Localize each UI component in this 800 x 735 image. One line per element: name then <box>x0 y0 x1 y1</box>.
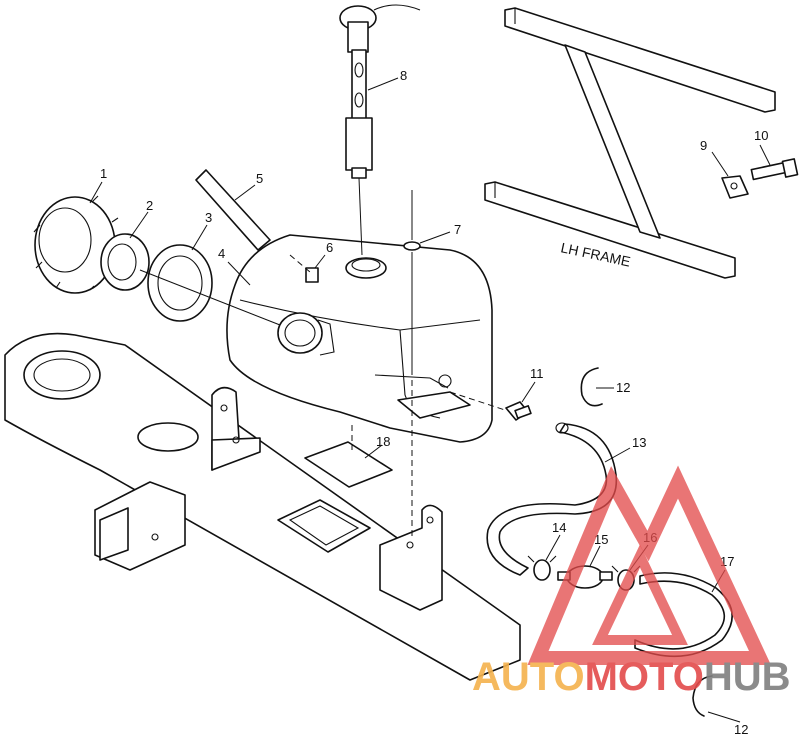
callout-4: 4 <box>218 246 225 261</box>
tank-pad <box>304 441 393 488</box>
callout-8: 8 <box>400 68 407 83</box>
callout-10: 10 <box>754 128 768 143</box>
callout-11: 11 <box>530 366 544 381</box>
watermark-word-hub: HUB <box>704 655 791 699</box>
callout-7: 7 <box>454 222 461 237</box>
pickup-tube <box>403 190 421 540</box>
bracket-bolt <box>750 158 799 181</box>
callout-5: 5 <box>256 171 263 186</box>
callout-1: 1 <box>100 166 107 181</box>
hose-clamp-lower <box>692 675 713 717</box>
cap-gasket <box>100 233 150 291</box>
fuel-tank <box>226 234 493 443</box>
callout-6: 6 <box>326 240 333 255</box>
vent-hose <box>195 169 271 251</box>
tank-mount-right <box>379 504 443 611</box>
lh-frame: LH FRAME <box>484 7 776 279</box>
callout-14: 14 <box>552 520 566 535</box>
tank-mount-left <box>211 386 261 471</box>
callout-15: 15 <box>594 532 608 547</box>
fuel-line <box>634 572 733 658</box>
filler-seal <box>147 244 213 322</box>
watermark-word-auto: AUTO <box>472 655 585 699</box>
frame-bracket <box>721 175 749 199</box>
hose-clamp-14 <box>527 555 557 581</box>
callout-2: 2 <box>146 198 153 213</box>
callout-12: 12 <box>616 380 630 395</box>
fuel-gauge-sender <box>339 4 421 256</box>
watermark-logo-icon <box>527 465 771 665</box>
callout-9: 9 <box>700 138 707 153</box>
callout-12-lower: 12 <box>734 722 748 735</box>
hose-clamp-upper <box>580 367 603 407</box>
watermark-word-moto: MOTO <box>585 655 704 699</box>
callout-3: 3 <box>205 210 212 225</box>
callout-leaders <box>89 77 771 723</box>
outlet-fitting <box>449 391 532 421</box>
callout-13: 13 <box>632 435 646 450</box>
vent-fitting <box>289 254 319 283</box>
callout-18: 18 <box>376 434 390 449</box>
svg-text:AUTOMOTOHUB: AUTOMOTOHUB <box>472 655 791 699</box>
autmotohub-watermark: AUTOMOTOHUB <box>472 465 791 699</box>
